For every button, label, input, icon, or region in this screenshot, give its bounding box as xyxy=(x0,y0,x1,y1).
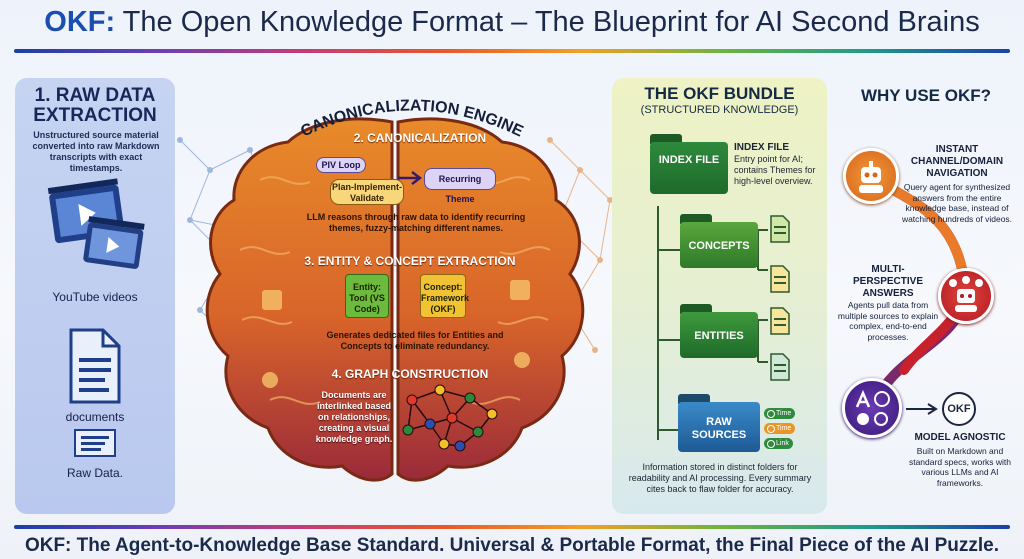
video-icon xyxy=(47,178,145,269)
benefit-multi-heading: MULTI-PERSPECTIVE ANSWERS xyxy=(852,264,924,299)
concept-doc: Concept: Framework (OKF) xyxy=(420,274,469,318)
index-folder: INDEX FILE xyxy=(650,134,728,194)
concept-file-icons xyxy=(770,215,790,293)
index-file-heading: INDEX FILE xyxy=(734,142,790,153)
footer-tagline: OKF: The Agent-to-Knowledge Base Standar… xyxy=(24,535,1000,556)
time-tag: Time xyxy=(764,408,796,419)
title-brand: OKF: xyxy=(44,6,116,38)
bundle-description: Information stored in distinct folders f… xyxy=(628,462,812,494)
concepts-folder-label: CONCEPTS xyxy=(688,240,750,252)
top-divider xyxy=(14,49,1010,53)
multi-agent-icon xyxy=(938,268,994,324)
canonicalization-title: 2. CANONICALIZATION xyxy=(353,131,487,145)
entity-extraction-title: 3. ENTITY & CONCEPT EXTRACTION xyxy=(304,254,516,268)
concepts-folder: CONCEPTS xyxy=(680,214,758,268)
raw-data-icon xyxy=(74,429,116,457)
benefit-navigation-heading: INSTANT CHANNEL/DOMAIN NAVIGATION xyxy=(910,144,1004,179)
index-file-description: Entry point for AI; contains Themes for … xyxy=(734,154,816,186)
benefit-navigation-text: Query agent for synthesized answers from… xyxy=(901,182,1013,224)
raw-data-description: Unstructured source material converted i… xyxy=(32,130,160,173)
entity-doc: Entity: Tool (VS Code) xyxy=(345,274,389,318)
recurring-theme-pill: Recurring Theme xyxy=(424,168,496,204)
raw-sources-folder-label: RAW SOURCES xyxy=(691,416,747,441)
raw-sources-folder: RAW SOURCES xyxy=(678,394,760,452)
bottom-divider xyxy=(14,525,1010,529)
bundle-title: THE OKF BUNDLE xyxy=(644,84,795,103)
robot-icon xyxy=(843,148,899,204)
benefit-agnostic-text: Built on Markdown and standard specs, wo… xyxy=(908,446,1012,488)
graph-construction-title: 4. GRAPH CONSTRUCTION xyxy=(331,367,489,381)
youtube-videos-label: YouTube videos xyxy=(52,290,138,304)
document-icon xyxy=(69,328,121,404)
graph-construction-text: Documents are interlinked based on relat… xyxy=(315,390,393,444)
link-tag: Link xyxy=(764,438,793,449)
entity-file-icons xyxy=(770,307,790,381)
brain-illustration xyxy=(205,117,585,482)
model-logos-icon xyxy=(842,378,902,438)
arrow-icon xyxy=(398,171,423,185)
page-title: OKF: The Open Knowledge Format – The Blu… xyxy=(0,6,1024,39)
index-folder-label: INDEX FILE xyxy=(658,154,720,166)
entity-extraction-text: Generates dedicated files for Entities a… xyxy=(326,330,504,351)
piv-loop-pill: PIV Loop xyxy=(316,157,366,173)
why-title: WHY USE OKF? xyxy=(860,86,992,105)
plan-implement-validate-pill: Plan-Implement-Validate xyxy=(330,179,404,205)
okf-badge: OKF xyxy=(942,392,976,426)
arrow-right-icon xyxy=(906,403,938,415)
engine-label: CANONICALIZATION ENGINE xyxy=(298,97,526,140)
benefit-agnostic-heading: MODEL AGNOSTIC xyxy=(914,432,1006,443)
time-tag: Time xyxy=(764,423,796,434)
entities-folder-label: ENTITIES xyxy=(694,330,744,342)
raw-data-title: 1. RAW DATA EXTRACTION xyxy=(33,85,157,126)
raw-data-panel: 1. RAW DATA EXTRACTION Unstructured sour… xyxy=(15,78,175,514)
entities-folder: ENTITIES xyxy=(680,304,758,358)
title-text: The Open Knowledge Format – The Blueprin… xyxy=(115,6,980,38)
benefit-multi-text: Agents pull data from multiple sources t… xyxy=(837,300,939,342)
raw-data-label: Raw Data. xyxy=(66,466,124,480)
knowledge-graph-icon xyxy=(402,384,498,452)
documents-label: documents xyxy=(65,410,125,424)
bundle-subtitle: (STRUCTURED KNOWLEDGE) xyxy=(640,104,799,116)
canonicalization-text: LLM reasons through raw data to identify… xyxy=(306,212,526,233)
